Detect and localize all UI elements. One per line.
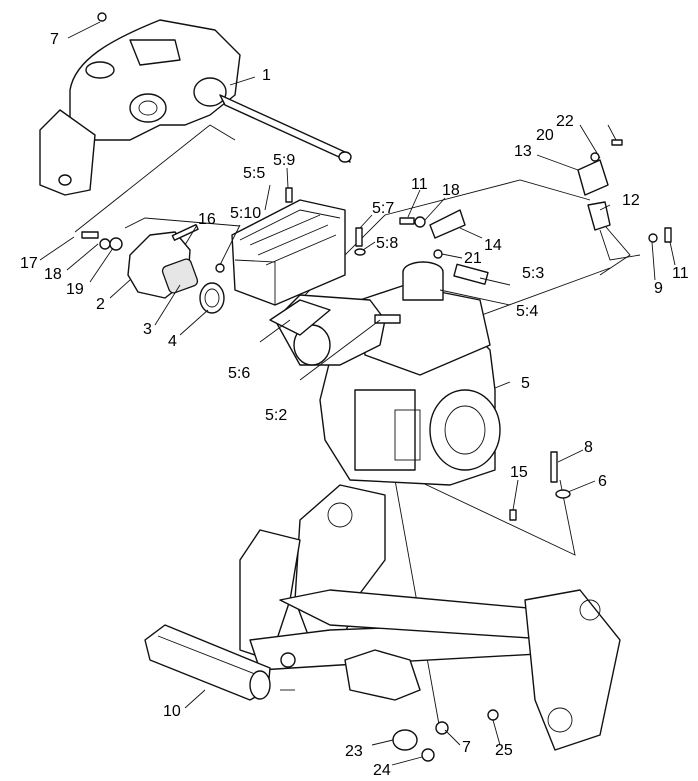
guard-assembly — [144, 624, 271, 701]
callout-21: 21 — [464, 250, 482, 267]
callout-1: 1 — [262, 67, 271, 84]
callout-5-8: 5:8 — [376, 235, 398, 252]
callout-5: 5 — [521, 375, 530, 392]
callout-24: 24 — [373, 762, 391, 779]
callout-5-10: 5:10 — [230, 205, 261, 222]
callout-9: 9 — [654, 280, 663, 297]
callout-22: 22 — [556, 113, 574, 130]
gear-cover-group — [81, 223, 225, 314]
leader-lines — [39, 21, 676, 766]
callout-5-6: 5:6 — [228, 365, 250, 382]
callout-5-9: 5:9 — [273, 152, 295, 169]
callout-18-left: 18 — [44, 266, 62, 283]
callout-11-right: 11 — [672, 265, 689, 282]
frame-assembly — [239, 484, 621, 751]
transmission-assembly — [39, 12, 352, 196]
control-parts — [354, 139, 672, 261]
air-cleaner — [215, 187, 346, 306]
callout-4: 4 — [168, 333, 177, 350]
callout-2: 2 — [96, 296, 105, 313]
callout-15: 15 — [510, 464, 528, 481]
callout-16: 16 — [198, 211, 216, 228]
callout-5-4: 5:4 — [516, 303, 538, 320]
callout-labels: 7 1 17 18 19 2 3 4 16 5:10 5:5 5:9 5:7 5… — [20, 31, 689, 779]
callout-7-bottom: 7 — [462, 739, 471, 756]
hardware — [392, 451, 571, 762]
callout-12: 12 — [622, 192, 640, 209]
callout-18-mid: 18 — [442, 182, 460, 199]
callout-5-2: 5:2 — [265, 407, 287, 424]
callout-7-top: 7 — [50, 31, 59, 48]
callout-20: 20 — [536, 127, 554, 144]
callout-17: 17 — [20, 255, 38, 272]
callout-23: 23 — [345, 743, 363, 760]
callout-5-7: 5:7 — [372, 200, 394, 217]
callout-11-mid: 11 — [411, 176, 428, 193]
callout-13: 13 — [514, 143, 532, 160]
callout-3: 3 — [143, 321, 152, 338]
callout-5-3: 5:3 — [522, 265, 544, 282]
callout-25: 25 — [495, 742, 513, 759]
callout-8: 8 — [584, 439, 593, 456]
callout-14: 14 — [484, 237, 502, 254]
callout-6: 6 — [598, 473, 607, 490]
callout-5-5: 5:5 — [243, 165, 265, 182]
callout-19: 19 — [66, 281, 84, 298]
callout-10: 10 — [163, 703, 181, 720]
engine-assembly — [269, 261, 501, 486]
